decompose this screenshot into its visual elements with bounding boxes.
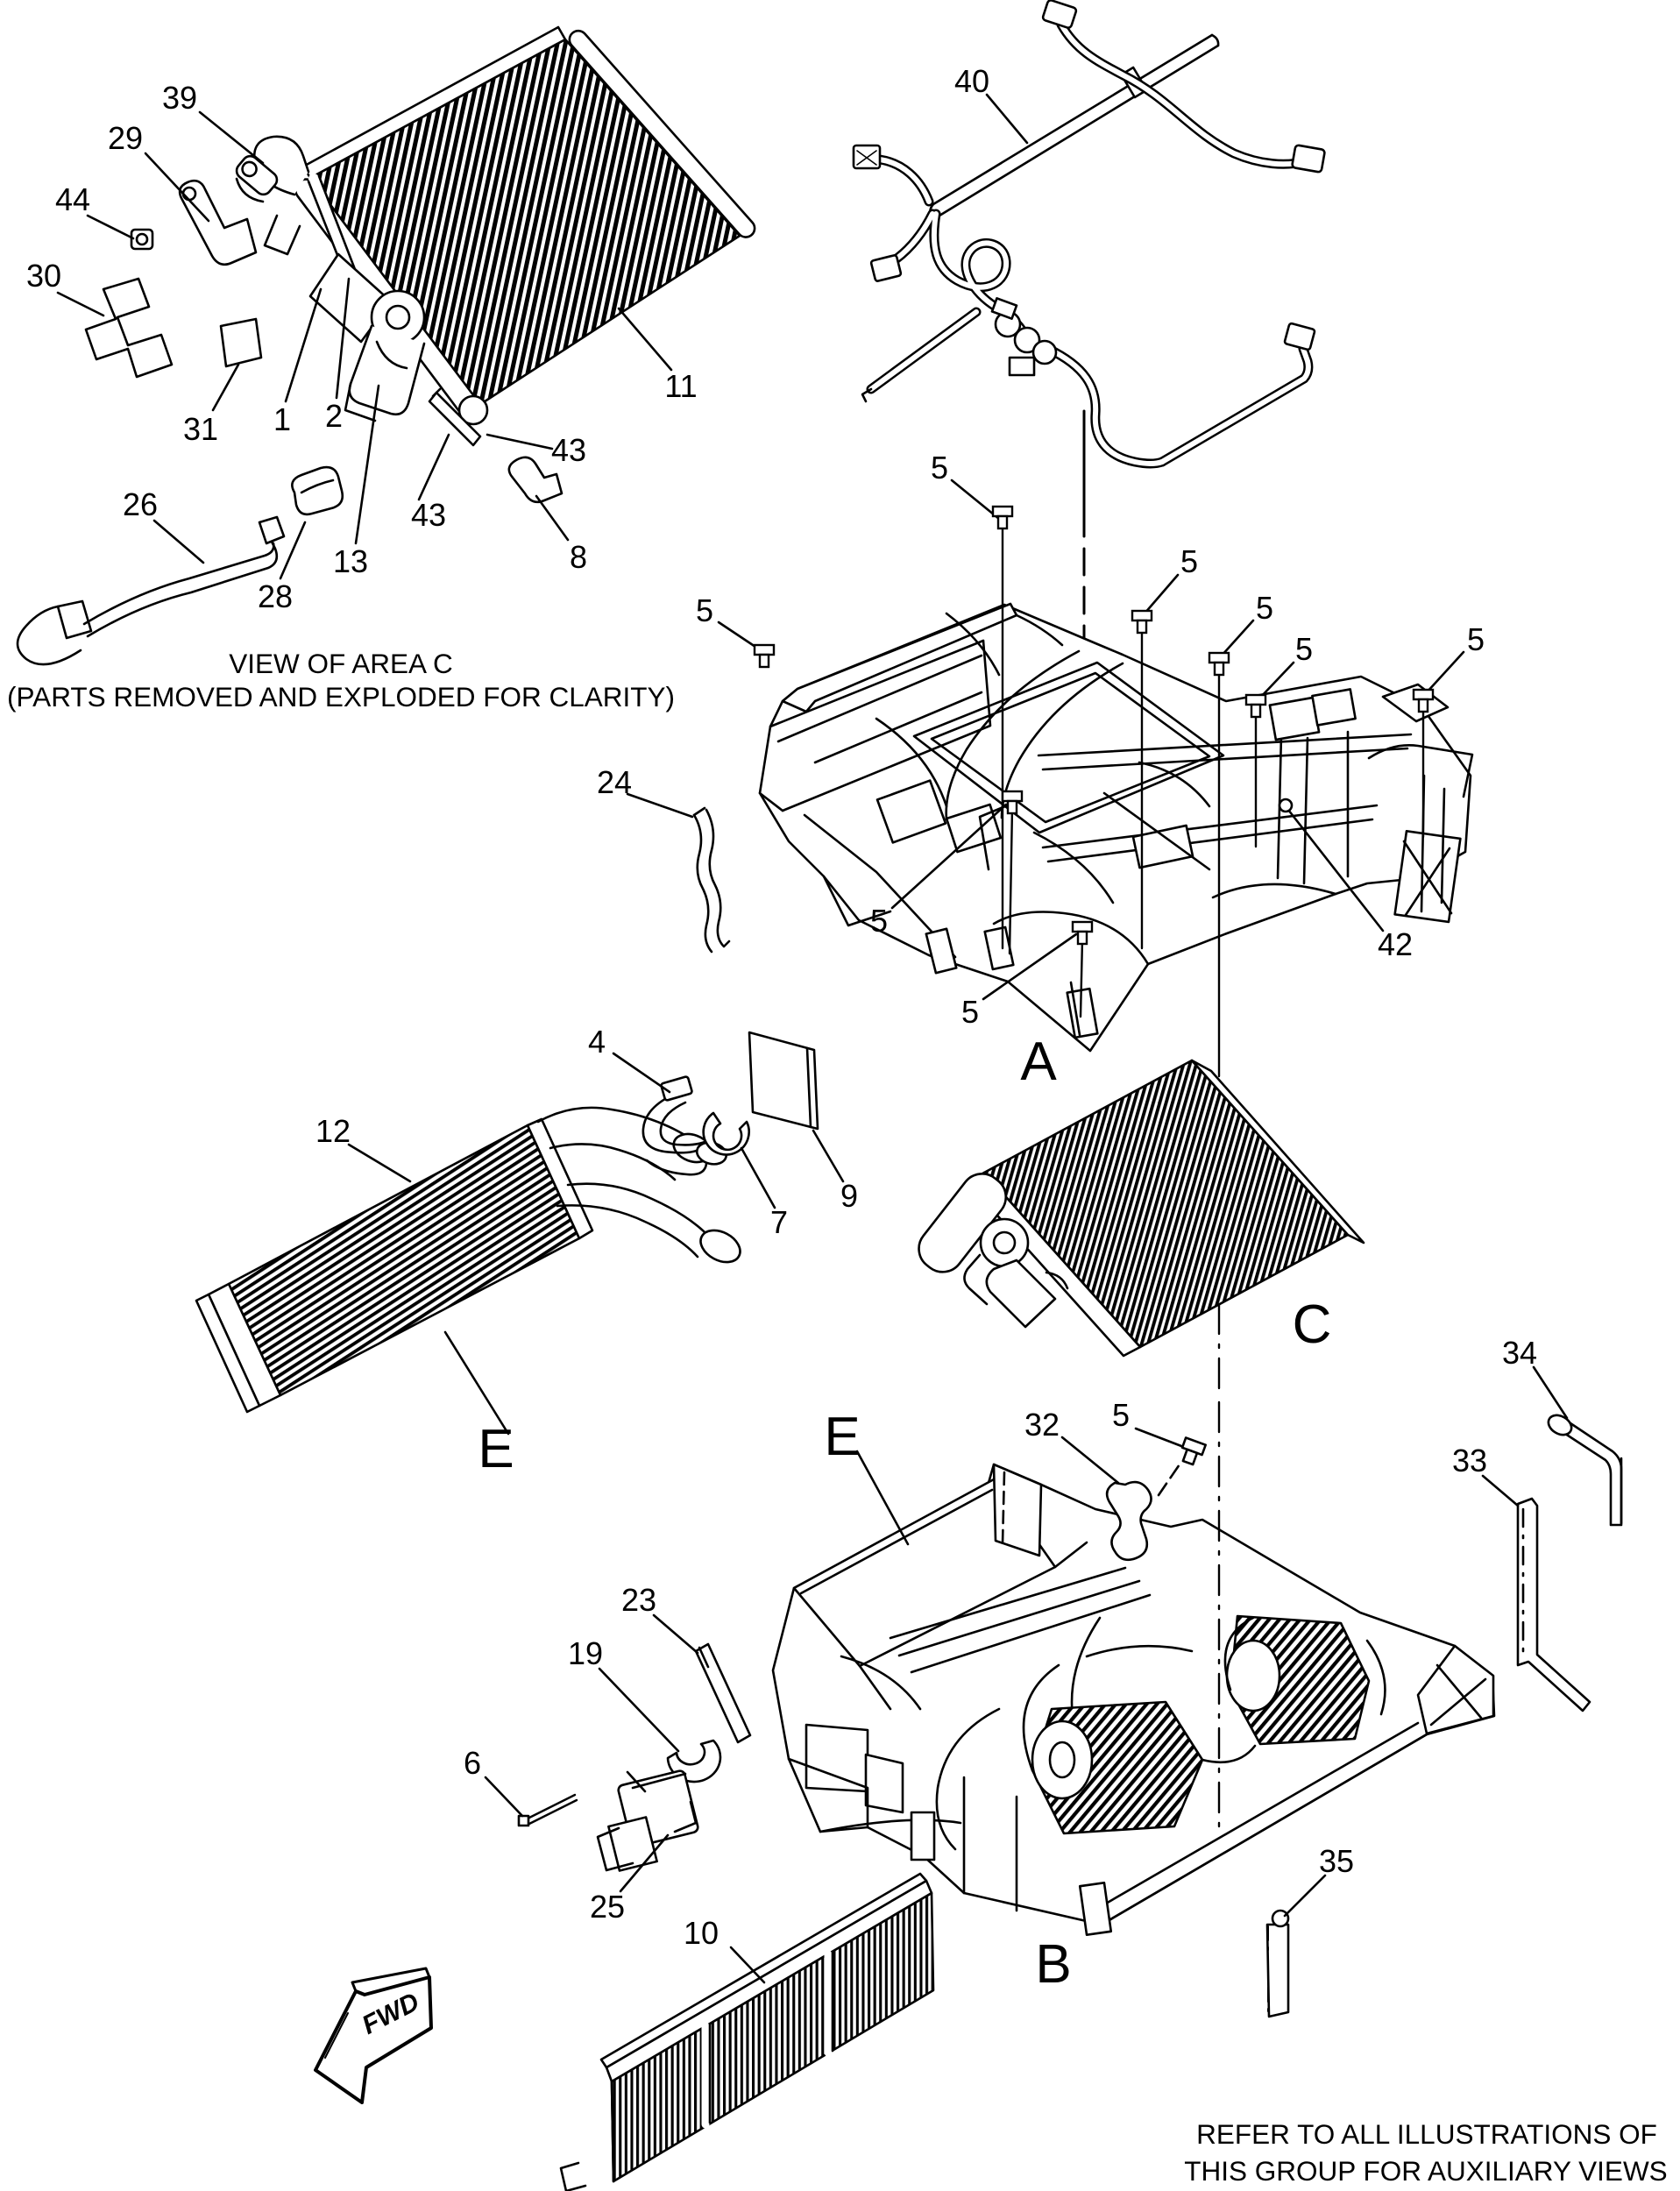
- svg-text:32: 32: [1024, 1407, 1060, 1443]
- svg-text:39: 39: [162, 80, 197, 116]
- svg-text:25: 25: [590, 1889, 625, 1925]
- svg-text:35: 35: [1319, 1843, 1354, 1879]
- svg-text:43: 43: [411, 497, 446, 533]
- svg-text:7: 7: [770, 1204, 788, 1240]
- svg-text:40: 40: [954, 63, 989, 99]
- svg-text:34: 34: [1502, 1335, 1537, 1371]
- svg-text:8: 8: [570, 539, 587, 575]
- svg-text:10: 10: [684, 1915, 719, 1951]
- svg-text:42: 42: [1378, 926, 1413, 962]
- svg-text:11: 11: [664, 368, 697, 404]
- svg-text:5: 5: [870, 903, 888, 939]
- svg-text:29: 29: [108, 120, 143, 156]
- svg-text:REFER TO ALL ILLUSTRATIONS OF: REFER TO ALL ILLUSTRATIONS OF: [1196, 2118, 1657, 2150]
- svg-text:5: 5: [696, 592, 713, 628]
- svg-text:5: 5: [961, 994, 979, 1030]
- svg-text:33: 33: [1452, 1443, 1487, 1478]
- svg-text:6: 6: [464, 1745, 481, 1781]
- svg-text:5: 5: [1112, 1397, 1130, 1433]
- svg-text:E: E: [478, 1419, 514, 1479]
- svg-text:E: E: [824, 1407, 860, 1467]
- svg-text:C: C: [1293, 1294, 1332, 1355]
- svg-text:28: 28: [258, 578, 293, 614]
- svg-text:5: 5: [931, 450, 948, 486]
- svg-text:A: A: [1020, 1032, 1057, 1092]
- svg-text:2: 2: [325, 398, 343, 434]
- svg-text:1: 1: [273, 401, 291, 437]
- svg-text:5: 5: [1180, 543, 1198, 579]
- svg-text:43: 43: [551, 432, 586, 468]
- svg-text:13: 13: [333, 543, 368, 579]
- svg-text:24: 24: [597, 764, 632, 800]
- svg-text:31: 31: [183, 411, 218, 447]
- svg-text:(PARTS REMOVED AND EXPLODED FO: (PARTS REMOVED AND EXPLODED FOR CLARITY): [7, 681, 675, 713]
- svg-text:5: 5: [1467, 621, 1485, 657]
- svg-text:5: 5: [1256, 590, 1273, 626]
- svg-text:9: 9: [840, 1178, 858, 1214]
- svg-text:12: 12: [315, 1113, 351, 1149]
- svg-text:23: 23: [621, 1582, 656, 1618]
- svg-text:VIEW OF AREA C: VIEW OF AREA C: [229, 648, 453, 679]
- svg-text:26: 26: [123, 486, 158, 522]
- svg-text:THIS GROUP FOR AUXILIARY VIEWS: THIS GROUP FOR AUXILIARY VIEWS: [1184, 2155, 1667, 2187]
- svg-text:44: 44: [55, 181, 90, 217]
- svg-text:19: 19: [568, 1635, 603, 1671]
- svg-text:30: 30: [26, 258, 61, 294]
- svg-text:4: 4: [588, 1024, 606, 1060]
- svg-text:5: 5: [1295, 631, 1313, 667]
- svg-text:B: B: [1035, 1934, 1071, 1995]
